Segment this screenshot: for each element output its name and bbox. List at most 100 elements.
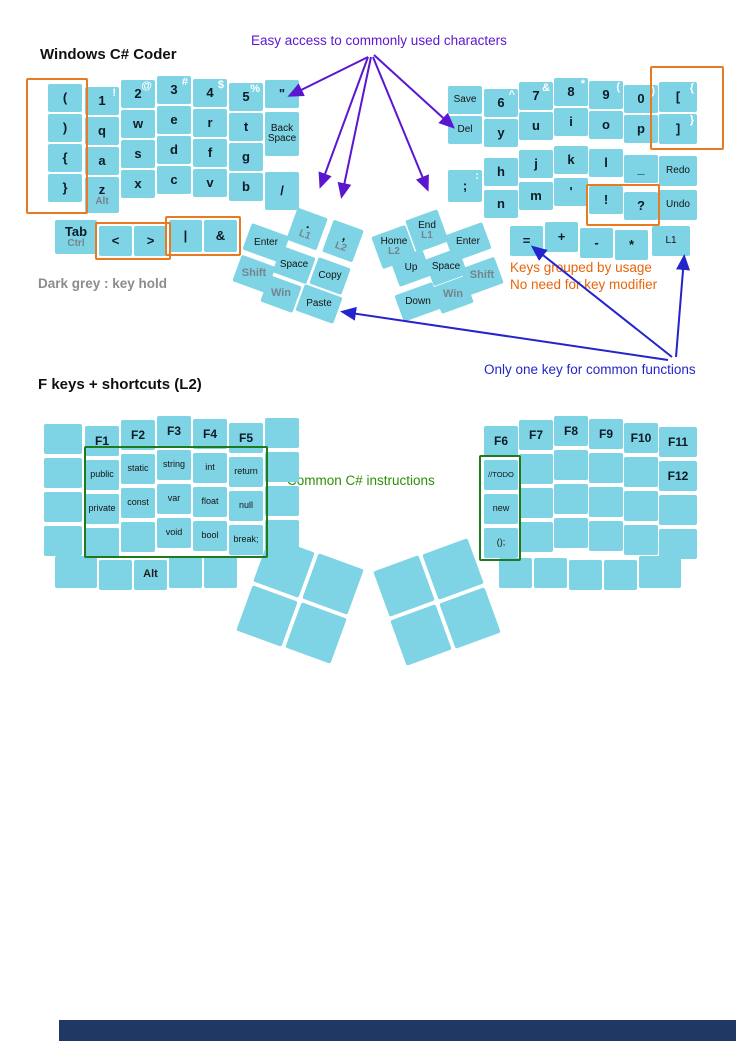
key-up: Up: [390, 249, 432, 287]
arrow-to-l1-key: [675, 254, 691, 358]
key-symbol: }: [48, 174, 82, 202]
key-blank: [624, 525, 658, 555]
key-blank: [519, 522, 553, 552]
key-l1: L1: [652, 226, 690, 256]
key-blank: [639, 556, 681, 588]
key-r: r: [193, 109, 227, 137]
key-9: 9(: [589, 81, 623, 109]
key-blank: [44, 526, 82, 556]
key-f6: F6: [484, 426, 518, 456]
annotation-key-hold-legend: Dark grey : key hold: [38, 276, 168, 291]
key-blank: [624, 491, 658, 521]
key-public: public: [85, 460, 119, 490]
arrow-to-comma-key: [337, 56, 372, 199]
key-symbol: =: [510, 226, 543, 256]
arrow-to-paste-key: [340, 306, 669, 361]
box-brackets-left: [26, 78, 88, 214]
key-b: b: [229, 173, 263, 201]
key-symbol: [{: [659, 82, 697, 112]
key-undo: Undo: [659, 190, 697, 220]
key-symbol: (: [48, 84, 82, 112]
key-8: 8*: [554, 78, 588, 106]
key-blank: [44, 458, 82, 488]
key-f5: F5: [229, 423, 263, 453]
key-blank: [554, 450, 588, 480]
key-l: l: [589, 149, 623, 177]
key-4: 4$: [193, 79, 227, 107]
key-f11: F11: [659, 427, 697, 457]
box-angle-keys: [95, 222, 171, 260]
key-blank: [265, 418, 299, 448]
key-f9: F9: [589, 419, 623, 449]
key-blank: [659, 495, 697, 525]
key-symbol: <: [99, 226, 132, 256]
key-var: var: [157, 484, 191, 514]
key-blank: [624, 457, 658, 487]
key-q: q: [85, 117, 119, 145]
annotation-no-modifier: No need for key modifier: [510, 277, 658, 292]
key-blank: [659, 529, 697, 559]
key-e: e: [157, 106, 191, 134]
annotation-easy-access: Easy access to commonly used characters: [251, 33, 507, 48]
key-paste: Paste: [295, 284, 343, 324]
key-redo: Redo: [659, 156, 697, 186]
key-5: 5%: [229, 83, 263, 111]
key-blank: [534, 558, 567, 588]
box-square-brackets: [650, 66, 724, 150]
key-u: u: [519, 112, 553, 140]
key-del: Del: [448, 116, 482, 144]
key-s: s: [121, 140, 155, 168]
key-null: null: [229, 491, 263, 521]
key-v: v: [193, 169, 227, 197]
key-blank: [204, 556, 237, 588]
key-static: static: [121, 454, 155, 484]
key-p: p: [624, 115, 658, 143]
key-f1: F1: [85, 426, 119, 456]
key-symbol: ();: [484, 528, 518, 558]
key-todo: //TODO: [484, 460, 518, 490]
key-blank: [589, 487, 623, 517]
layer2-title: F keys + shortcuts (L2): [38, 376, 202, 393]
key-blank: [589, 521, 623, 551]
arrow-to-right-thumb: [372, 56, 429, 192]
key-f: f: [193, 139, 227, 167]
key-const: const: [121, 488, 155, 518]
key-t: t: [229, 113, 263, 141]
key-symbol: ": [265, 80, 299, 108]
key-blank: [554, 518, 588, 548]
key-symbol: >: [134, 226, 167, 256]
key-symbol: ?: [624, 192, 658, 220]
annotation-one-key: Only one key for common functions: [484, 362, 696, 377]
key-symbol: +: [545, 222, 578, 252]
key-y: y: [484, 119, 518, 147]
key-symbol: .L1: [286, 207, 328, 251]
key-f7: F7: [519, 420, 553, 450]
key-g: g: [229, 143, 263, 171]
key-blank: [85, 528, 119, 558]
key-symbol: ]}: [659, 114, 697, 144]
key-blank: [265, 486, 299, 516]
key-f2: F2: [121, 420, 155, 450]
box-csharp-keywords: [84, 446, 268, 558]
key-0: 0): [624, 85, 658, 113]
key-m: m: [519, 182, 553, 210]
key-f8: F8: [554, 416, 588, 446]
key-backspace: Back Space: [265, 112, 299, 156]
key-w: w: [121, 110, 155, 138]
key-blank: [265, 452, 299, 482]
key-n: n: [484, 190, 518, 218]
key-symbol: -: [580, 228, 613, 258]
key-1: 1!: [85, 87, 119, 115]
key-private: private: [85, 494, 119, 524]
key-float: float: [193, 487, 227, 517]
key-return: return: [229, 457, 263, 487]
box-exclaim-question: [586, 184, 660, 226]
key-2: 2@: [121, 80, 155, 108]
key-7: 7&: [519, 82, 553, 110]
annotation-grouped-by-usage: Keys grouped by usage: [510, 260, 652, 275]
annotation-csharp: Common C# instructions: [287, 473, 435, 488]
key-symbol: _: [624, 155, 658, 183]
key-f10: F10: [624, 423, 658, 453]
